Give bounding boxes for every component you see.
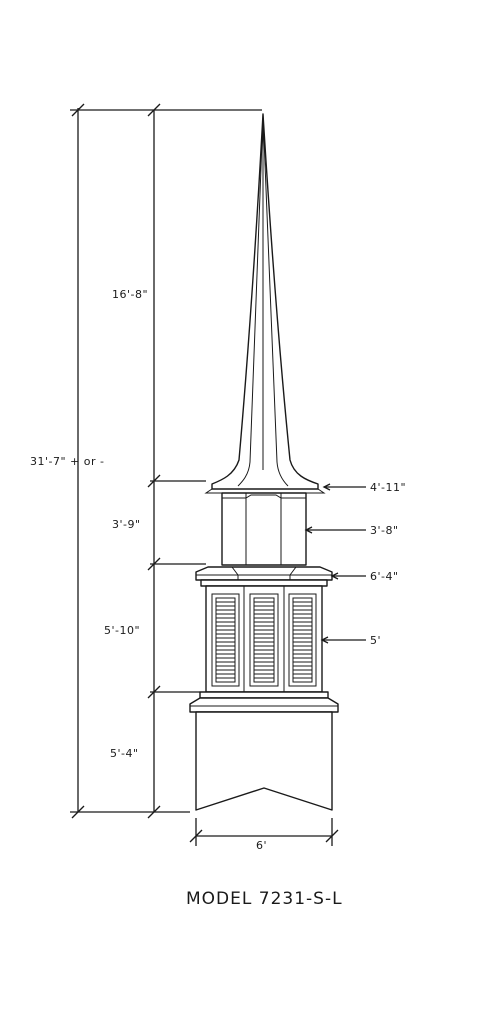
louver-frame [292, 597, 313, 683]
spire [204, 113, 326, 494]
steeple-base [195, 711, 333, 811]
upper-section-width-label: 3'-8" [370, 524, 399, 537]
belfry [205, 585, 323, 693]
spire-height-label: 16'-8" [112, 288, 148, 301]
belfry-height-label: 5'-10" [104, 624, 140, 637]
louver-frame [215, 597, 236, 683]
base-width-label: 6' [256, 839, 267, 852]
belfry-width-label: 5' [370, 634, 381, 647]
belfry-cap-width-label: 6'-4" [370, 570, 399, 583]
louver-panel [288, 593, 317, 687]
upper-band-width-label: 4'-11" [370, 481, 406, 494]
belfry-cap [195, 566, 333, 587]
louver-panel [249, 593, 279, 687]
base-height-label: 5'-4" [110, 747, 139, 760]
model-label: MODEL 7231-S-L [186, 889, 343, 909]
base-cornice [189, 691, 339, 713]
dimension-lines [70, 103, 366, 846]
louver-frame [253, 597, 275, 683]
upper-section [221, 492, 307, 566]
overall-height-label: 31'-7" + or - [30, 455, 104, 468]
louver-panels [211, 593, 317, 687]
upper-section-height-label: 3'-9" [112, 518, 141, 531]
louver-panel [211, 593, 240, 687]
